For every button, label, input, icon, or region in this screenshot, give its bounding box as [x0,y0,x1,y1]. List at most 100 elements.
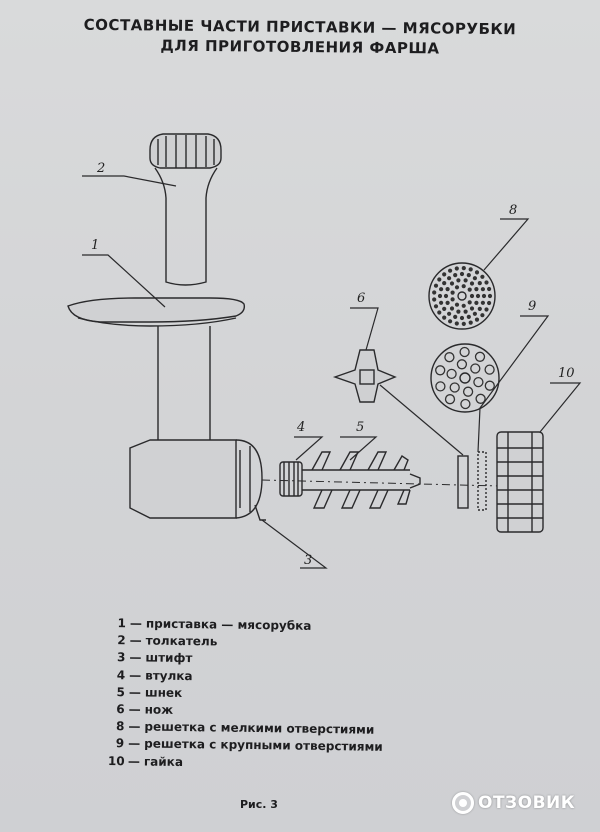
grate-hole [480,313,485,318]
grate-hole [445,287,450,292]
legend-item-number: 8 [115,719,125,734]
legend-item: 10—гайка [108,753,468,775]
grate-hole [454,285,460,290]
grate-hole [484,364,495,375]
callout-5: 5 [356,420,364,435]
callout-3: 3 [304,553,312,568]
grate-hole [448,268,453,273]
grate-hole [463,309,468,314]
grate-hole [468,267,473,272]
grate-hole [480,300,485,305]
grate-edge-view [477,451,487,511]
grate-hole [453,314,458,319]
grate-hole [487,300,492,306]
grate-hole [469,293,475,299]
grate-hole [432,290,437,295]
legend-item-number: 3 [116,650,126,665]
grate-hole [442,315,447,320]
callout-10: 10 [558,366,575,381]
callout-9: 9 [528,299,536,314]
grate-hole [444,352,455,363]
grate-hole [481,293,487,299]
legend-item-text: гайка [143,754,184,769]
grate-hole [444,394,456,405]
legend-item-dash: — [129,616,142,631]
grate-hole [433,304,439,309]
legend-item-number: 5 [116,684,126,700]
callout-leader-lines [82,175,582,569]
callout-6: 6 [357,291,365,306]
legend-item-dash: — [128,702,141,717]
grate-hole [472,276,477,281]
grate-hole [480,287,485,292]
grate-hole [474,317,480,322]
grate-hole [442,306,447,311]
coarse-grate-part [430,343,500,413]
callout-4: 4 [296,420,305,435]
legend-item-number: 2 [117,633,126,648]
grate-hole [469,306,475,311]
grate-hole [466,273,471,278]
grate-hole [473,376,484,388]
legend-item-number: 1 [117,616,126,631]
grate-hole [474,270,480,275]
grate-hole [447,311,452,316]
otzovik-logo-icon [452,792,474,814]
grate-hole [472,311,477,316]
grate-hole [461,303,466,308]
legend-item-number: 10 [107,753,125,768]
legend-item-number: 6 [116,702,125,717]
grate-hole [459,271,465,277]
grate-hole [456,278,461,283]
legend-item-text: толкатель [145,633,218,649]
grate-hole [461,266,466,271]
grate-hole [437,310,442,315]
fine-grate-part [428,262,496,330]
grate-hole [475,393,486,404]
grate-hole [454,321,459,326]
meat-grinder-diagram: 2 1 3 4 5 6 8 9 10 [67,133,582,569]
grate-hole [470,363,481,374]
grate-hole [469,281,475,286]
grate-hole [449,281,455,286]
legend-item-number: 9 [115,736,125,751]
callout-1: 1 [91,238,99,253]
legend-item-dash: — [128,685,142,700]
grate-hole [467,300,472,305]
knife-edge-view [457,455,469,509]
grate-hole [468,320,473,325]
grate-hole [456,359,468,370]
grate-hole [459,315,465,321]
grate-hole [435,365,446,376]
legend-item-dash: — [128,719,141,734]
legend-item-text: шнек [144,685,183,700]
grate-hole [461,284,466,289]
grate-hole [437,277,442,282]
callout-2: 2 [96,161,105,176]
grate-hole [477,281,482,286]
grate-hole [462,386,474,397]
legend-item-dash: — [129,667,142,683]
grate-hole [463,278,468,283]
grate-hole [442,272,447,277]
grate-hole [443,293,449,299]
grate-hole [450,297,455,302]
grate-hole [467,287,472,292]
grate-hole [461,321,466,326]
grate-hole [484,307,489,312]
legend-item-dash: — [128,736,141,751]
grinder-body-part [67,297,266,521]
grate-hole [450,290,455,295]
knife-part [332,349,397,403]
legend-item-dash: — [129,650,142,665]
grate-hole [448,319,453,324]
grate-hole [475,293,481,299]
legend-item-text: втулка [145,668,193,683]
grate-hole [432,297,437,302]
grate-hole [487,293,493,299]
grate-hole [439,300,444,305]
grate-hole [474,351,486,362]
grate-hole [474,287,479,292]
grate-hole [435,381,446,392]
legend-item-text: штифт [145,650,193,666]
